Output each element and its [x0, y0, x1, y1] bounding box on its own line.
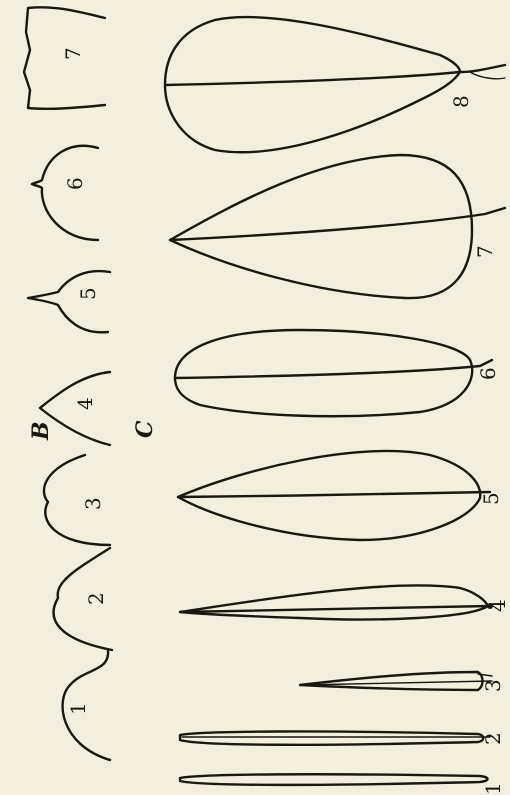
leaf-5-label: 5	[479, 492, 503, 505]
leaf-1-label: 1	[481, 782, 505, 795]
leaf-2-label: 2	[481, 732, 505, 745]
tip-6-label: 6	[63, 177, 87, 190]
leaf-3-label: 3	[481, 679, 505, 692]
leaf-8-label: 8	[449, 95, 473, 108]
leaf-7-label: 7	[473, 245, 497, 258]
leaf-6-label: 6	[476, 367, 500, 380]
tip-5-label: 5	[76, 287, 100, 300]
tip-7-label: 7	[61, 47, 85, 60]
leaf-4-label: 4	[486, 599, 510, 612]
tip-4-label: 4	[73, 397, 97, 410]
tip-1-label: 1	[66, 702, 90, 715]
tip-3-label: 3	[81, 497, 105, 510]
section-b-label: B	[28, 421, 54, 441]
tip-2-label: 2	[84, 592, 108, 605]
section-c-label: C	[132, 420, 158, 438]
